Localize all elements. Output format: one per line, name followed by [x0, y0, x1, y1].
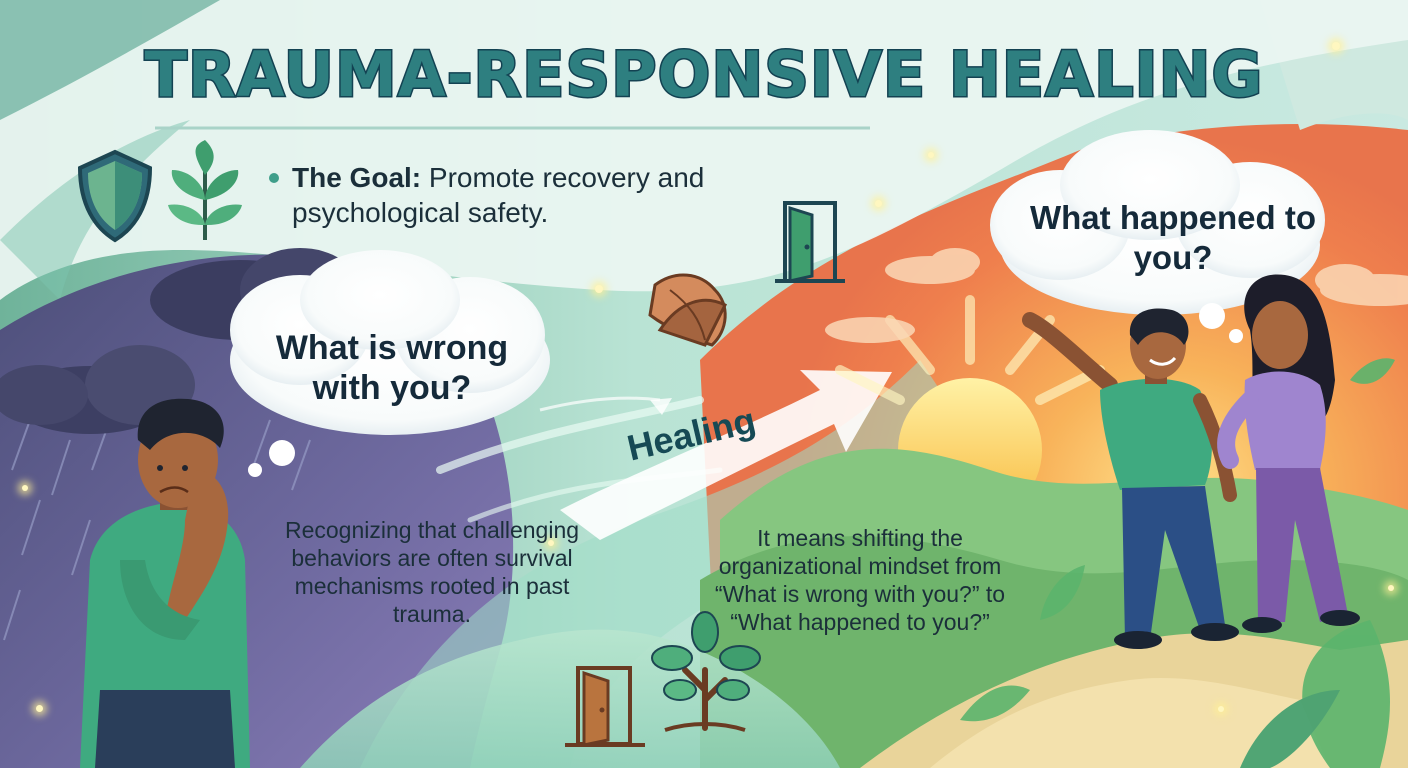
sparkle: [928, 152, 934, 158]
tree-icon: [651, 611, 761, 732]
left-thought-bubble-shape: [230, 250, 550, 477]
open-door-icon: [565, 666, 645, 747]
open-door-icon: [775, 201, 845, 283]
right-description: It means shifting the organizational min…: [714, 525, 1006, 635]
sparkle: [1218, 706, 1224, 712]
right-bubble-question: What happened to you?: [1030, 199, 1316, 276]
sparkle: [875, 200, 882, 207]
sprout-icon: [168, 140, 242, 240]
sparkle: [548, 540, 554, 546]
joined-hands-icon: [648, 273, 728, 347]
goal-text: Promote recovery and psychological safet…: [292, 162, 705, 228]
goal-statement: The Goal: Promote recovery and psycholog…: [292, 160, 732, 230]
sparkle: [22, 485, 28, 491]
shield-icon: [77, 149, 153, 243]
supportive-person-figure: [1217, 274, 1360, 633]
distressed-person-figure: [80, 398, 250, 768]
sparkle: [1332, 42, 1340, 50]
sparkle: [1388, 585, 1394, 591]
hopeful-person-figure: [1022, 308, 1239, 649]
goal-label: The Goal:: [292, 162, 422, 193]
right-thought-bubble-shape: [990, 130, 1325, 343]
left-bubble-question: What is wrong with you?: [275, 329, 509, 407]
sparkle: [595, 285, 603, 293]
page-title: TRAUMA-RESPONSIVE HEALING: [143, 37, 1264, 113]
sparkle: [36, 705, 43, 712]
left-description: Recognizing that challenging behaviors a…: [284, 517, 580, 627]
